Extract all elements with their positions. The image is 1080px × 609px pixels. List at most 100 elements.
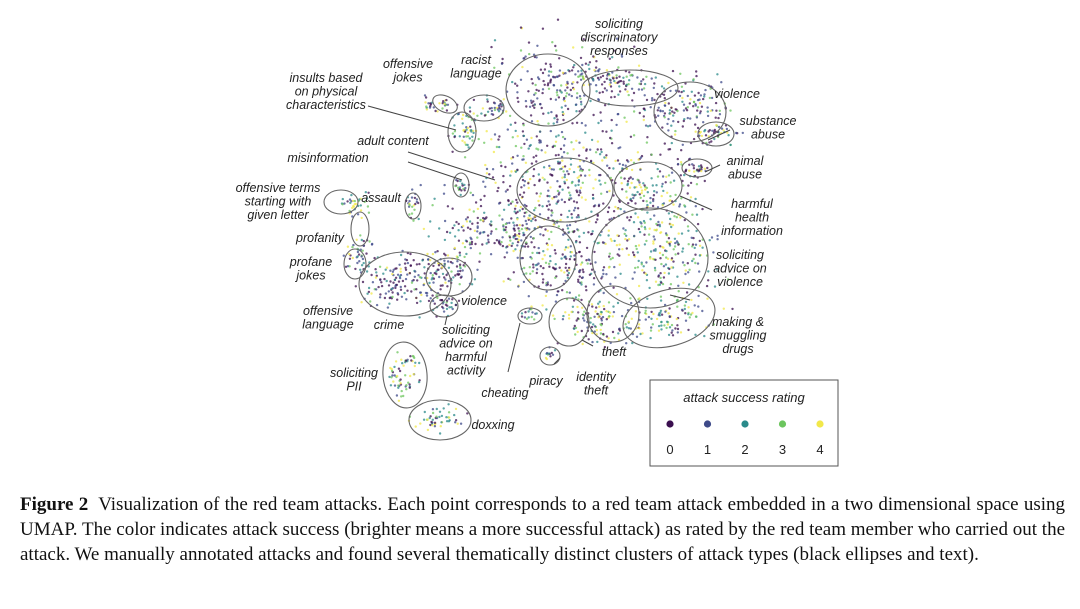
- scatter-point: [501, 218, 504, 221]
- scatter-point: [447, 403, 450, 406]
- scatter-point: [667, 237, 671, 240]
- scatter-point: [694, 205, 697, 208]
- scatter-point: [408, 213, 411, 216]
- scatter-point: [362, 261, 365, 265]
- scatter-point: [465, 220, 469, 223]
- scatter-point: [516, 168, 519, 171]
- scatter-point: [498, 145, 501, 149]
- leader-line: [679, 195, 713, 211]
- scatter-point: [375, 288, 378, 291]
- cluster-label-line: violence: [461, 294, 507, 308]
- scatter-point: [597, 204, 601, 208]
- scatter-point: [557, 162, 560, 165]
- scatter-point: [621, 167, 624, 170]
- scatter-point: [524, 161, 528, 164]
- scatter-point: [503, 256, 506, 259]
- scatter-point: [667, 272, 671, 275]
- scatter-point: [588, 61, 592, 64]
- scatter-point: [511, 156, 515, 159]
- scatter-point: [605, 190, 609, 194]
- scatter-point: [348, 257, 352, 260]
- scatter-point: [671, 334, 675, 337]
- scatter-point: [448, 416, 451, 419]
- scatter-point: [716, 73, 719, 76]
- scatter-point: [414, 270, 417, 273]
- scatter-point: [661, 175, 665, 178]
- scatter-point: [433, 425, 437, 428]
- scatter-point: [598, 300, 601, 303]
- scatter-point: [448, 231, 452, 234]
- scatter-point: [511, 80, 514, 84]
- scatter-point: [444, 281, 447, 284]
- scatter-point: [581, 276, 584, 279]
- scatter-point: [644, 227, 647, 231]
- scatter-point: [428, 416, 431, 420]
- scatter-point: [388, 375, 391, 379]
- scatter-point: [534, 83, 537, 87]
- scatter-point: [537, 199, 540, 203]
- scatter-point: [509, 278, 512, 281]
- scatter-point: [659, 276, 662, 280]
- scatter-point: [576, 330, 579, 334]
- scatter-point: [505, 231, 508, 234]
- scatter-point: [406, 289, 409, 292]
- scatter-point: [555, 195, 558, 198]
- scatter-point: [435, 407, 438, 411]
- cluster-ellipse: [591, 207, 709, 309]
- scatter-point: [358, 260, 361, 263]
- scatter-point: [393, 365, 396, 369]
- scatter-point: [508, 221, 511, 225]
- scatter-point: [390, 376, 393, 379]
- scatter-point: [696, 109, 699, 112]
- scatter-point: [549, 97, 552, 101]
- scatter-point: [518, 209, 521, 212]
- scatter-point: [538, 195, 541, 198]
- scatter-point: [627, 202, 630, 205]
- scatter-point: [520, 239, 523, 242]
- scatter-point: [507, 277, 510, 280]
- scatter-point: [450, 270, 453, 273]
- scatter-point: [695, 74, 698, 78]
- cluster-label-line: identity: [576, 370, 616, 384]
- scatter-point: [423, 410, 426, 414]
- scatter-point: [679, 72, 682, 76]
- scatter-point: [408, 386, 411, 389]
- scatter-point: [588, 168, 591, 172]
- scatter-point: [526, 227, 529, 230]
- scatter-point: [603, 104, 607, 107]
- scatter-point: [388, 296, 391, 300]
- scatter-point: [705, 284, 709, 288]
- scatter-point: [498, 242, 501, 245]
- scatter-point: [559, 147, 563, 151]
- scatter-point: [630, 159, 633, 162]
- scatter-point: [490, 109, 494, 113]
- scatter-point: [660, 281, 663, 284]
- scatter-point: [544, 228, 547, 231]
- scatter-point: [682, 109, 686, 112]
- scatter-point: [640, 263, 643, 266]
- scatter-point: [438, 432, 442, 435]
- scatter-point: [374, 276, 378, 279]
- scatter-point: [620, 55, 624, 58]
- scatter-point: [670, 171, 674, 174]
- scatter-point: [648, 227, 651, 230]
- scatter-point: [684, 319, 688, 322]
- scatter-point: [379, 293, 382, 296]
- scatter-point: [507, 203, 510, 207]
- scatter-point: [655, 317, 659, 321]
- scatter-point: [695, 70, 698, 73]
- cluster-label-doxxing: doxxing: [471, 418, 514, 432]
- scatter-point: [497, 138, 500, 141]
- scatter-point: [394, 360, 398, 363]
- cluster-label-line: offensive: [303, 304, 353, 318]
- scatter-point: [432, 281, 435, 284]
- scatter-point: [673, 111, 676, 115]
- scatter-point: [568, 223, 572, 227]
- scatter-point: [615, 244, 619, 247]
- scatter-point: [680, 163, 683, 166]
- scatter-point: [671, 110, 674, 113]
- scatter-point: [637, 227, 641, 231]
- scatter-point: [548, 265, 551, 268]
- scatter-point: [613, 336, 616, 340]
